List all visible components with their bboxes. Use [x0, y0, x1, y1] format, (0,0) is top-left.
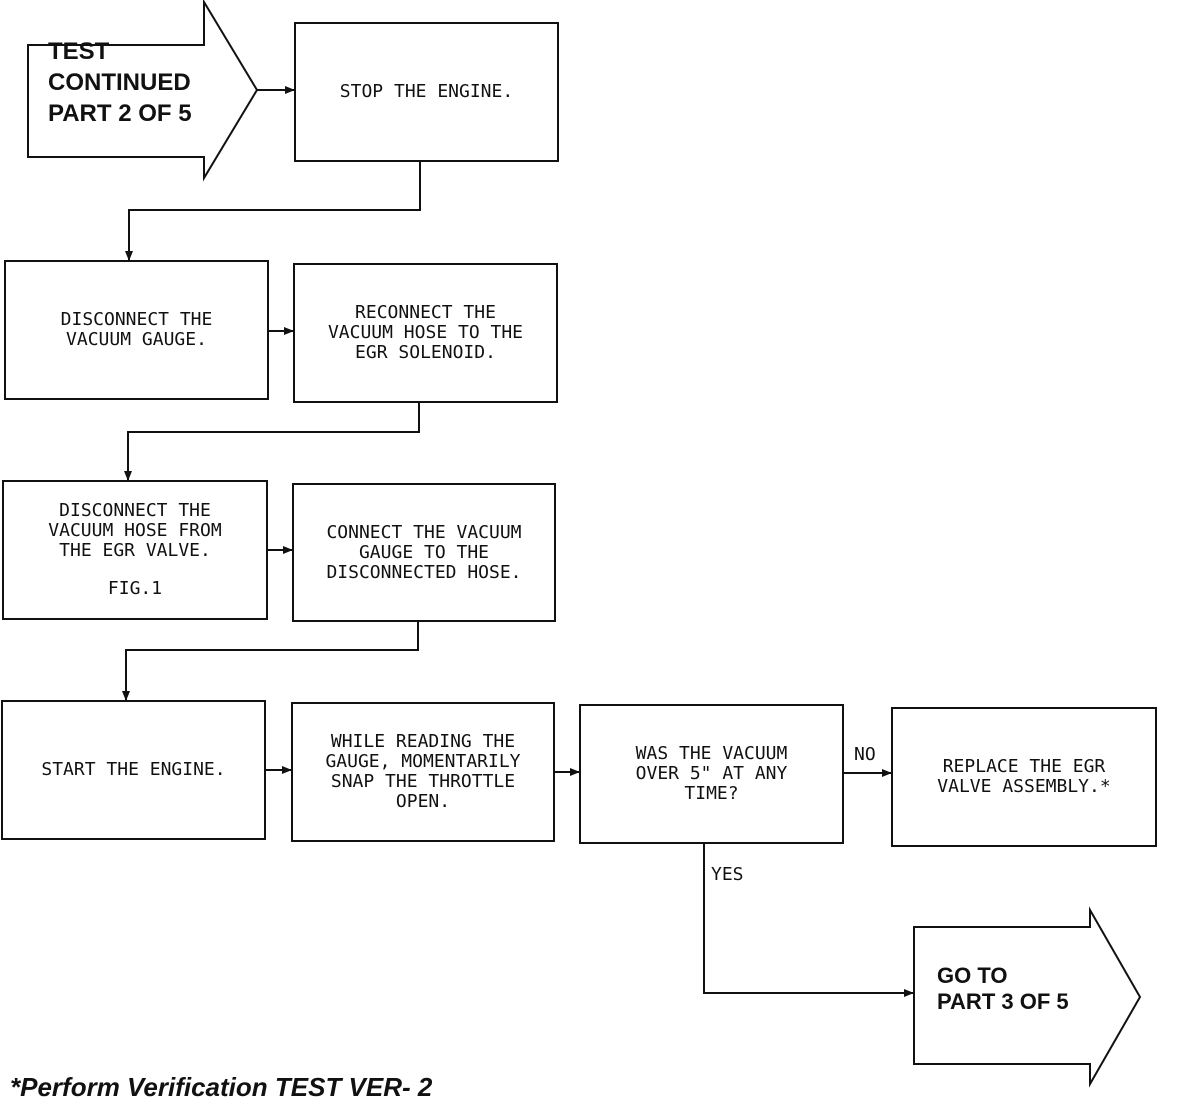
- step-connect-gauge: CONNECT THE VACUUM GAUGE TO THE DISCONNE…: [292, 483, 556, 622]
- end-arrow-line: PART 3 OF 5: [937, 989, 1069, 1014]
- step-text: GAUGE TO THE: [358, 541, 490, 563]
- step-text: VACUUM HOSE TO THE: [327, 322, 524, 343]
- step-text: DISCONNECT THE: [60, 309, 213, 330]
- step-disconnect-gauge: DISCONNECT THE VACUUM GAUGE.: [4, 260, 269, 400]
- start-arrow-line: CONTINUED: [48, 69, 191, 96]
- step-text: STOP THE ENGINE.: [339, 81, 514, 102]
- step-text: OPEN.: [395, 791, 451, 812]
- connector-question-yes: [703, 843, 914, 997]
- step-text: DISCONNECTED HOSE.: [326, 561, 522, 583]
- step-text: SNAP THE THROTTLE: [330, 771, 516, 792]
- step-text: GAUGE, MOMENTARILY: [325, 751, 521, 772]
- step-text: OVER 5" AT ANY: [635, 763, 788, 784]
- step-reconnect-hose: RECONNECT THE VACUUM HOSE TO THE EGR SOL…: [293, 263, 558, 403]
- end-arrow-shape: [913, 906, 1142, 1088]
- step-start-engine: START THE ENGINE.: [1, 700, 266, 840]
- step-text: THE EGR VALVE.: [59, 540, 211, 561]
- connector-reconnect-to-disconnect-hose: [124, 401, 420, 481]
- step-text: WHILE READING THE: [330, 731, 516, 752]
- step-text: DISCONNECT THE: [59, 500, 211, 521]
- decision-vacuum-over-5: WAS THE VACUUM OVER 5" AT ANY TIME?: [579, 704, 844, 844]
- step-text: VALVE ASSEMBLY.*: [937, 776, 1111, 797]
- branch-label-no: NO: [854, 744, 876, 765]
- step-snap-throttle: WHILE READING THE GAUGE, MOMENTARILY SNA…: [291, 702, 555, 842]
- step-disconnect-hose: DISCONNECT THE VACUUM HOSE FROM THE EGR …: [2, 480, 268, 620]
- step-text: EGR SOLENOID.: [355, 342, 496, 363]
- end-arrow-line: GO TO: [937, 963, 1008, 988]
- step-text: WAS THE VACUUM: [635, 743, 788, 764]
- step-replace-egr-valve: REPLACE THE EGR VALVE ASSEMBLY.*: [891, 707, 1157, 847]
- step-text: VACUUM HOSE FROM: [48, 520, 222, 541]
- footnote: *Perform Verification TEST VER- 2: [10, 1072, 433, 1102]
- step-text: TIME?: [684, 783, 739, 804]
- step-text: REPLACE THE EGR: [942, 756, 1106, 777]
- step-text: RECONNECT THE: [355, 302, 496, 323]
- figure-reference: FIG.1: [107, 578, 163, 599]
- start-arrow-line: PART 2 OF 5: [48, 100, 192, 127]
- connector-connect-gauge-to-start: [122, 621, 419, 701]
- branch-label-yes: YES: [711, 864, 744, 885]
- step-stop-engine: STOP THE ENGINE.: [294, 22, 559, 162]
- step-text: VACUUM GAUGE.: [66, 329, 207, 350]
- start-arrow-label: TEST CONTINUED PART 2 OF 5: [48, 36, 192, 129]
- connector-stop-to-disconnect-gauge: [125, 161, 421, 261]
- end-arrow-label: GO TO PART 3 OF 5: [937, 963, 1069, 1015]
- start-arrow-line: TEST: [48, 38, 110, 65]
- step-text: START THE ENGINE.: [41, 759, 226, 780]
- start-arrow-shape: [27, 0, 259, 182]
- step-text: CONNECT THE VACUUM: [326, 521, 522, 543]
